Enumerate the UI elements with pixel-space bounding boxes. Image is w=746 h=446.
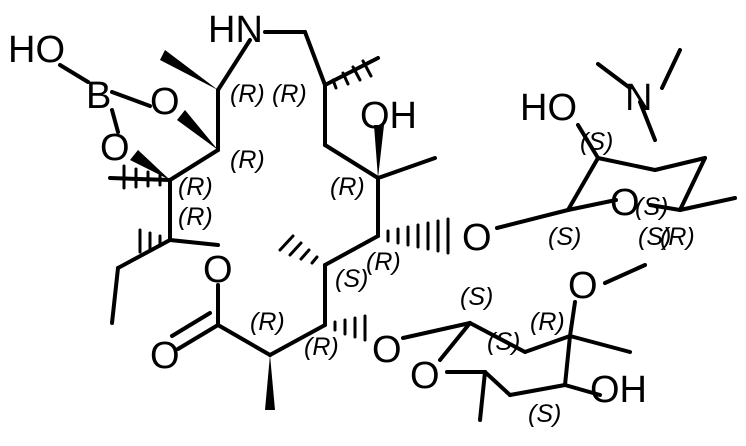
stereo-label: (S): [460, 283, 493, 311]
stereo-label: (S): [528, 400, 561, 428]
o-boronate-top-label: O: [150, 81, 180, 123]
o-boronate-bottom-label: O: [100, 127, 130, 169]
stereo-label: (R): [178, 173, 213, 201]
stereo-label: (S): [638, 223, 671, 251]
stereo-label: (S): [548, 223, 581, 251]
stereo-label: (R): [272, 80, 307, 108]
o-glycoside-desosamine-label: O: [462, 217, 492, 259]
stereo-label: (R): [530, 308, 565, 336]
nh-label: HN: [208, 9, 263, 51]
o-glycoside-cladinose-label: O: [372, 329, 402, 371]
stereo-label: (R): [230, 80, 265, 108]
boron-label: B: [86, 75, 111, 117]
stereo-label: (S): [635, 193, 668, 221]
stereo-label: (S): [335, 265, 368, 293]
carbonyl-o-label: O: [150, 335, 180, 377]
stereo-label: (R): [304, 333, 339, 361]
stereo-label: (R): [230, 146, 265, 174]
ho-desosamine-label: HO: [520, 87, 577, 129]
ring-ester-o-label: O: [203, 249, 233, 291]
o-cladinose-ring-label: O: [410, 355, 440, 397]
stereo-label: (R): [250, 308, 285, 336]
n-dimethyl-label: N: [625, 77, 652, 119]
stereo-label: (R): [330, 173, 365, 201]
stereo-label: (S): [487, 328, 520, 356]
oh-ring-label: OH: [360, 95, 417, 137]
stereo-labels: (R) (R) (R) (R) (R) (R) (R) (S) (R) (R) …: [178, 80, 695, 428]
ho-boron-label: HO: [8, 29, 65, 71]
o-desosamine-ring-label: O: [610, 182, 640, 224]
wedge-bonds: [130, 50, 384, 410]
bond-lines: [58, 30, 737, 422]
stereo-label: (S): [580, 128, 613, 156]
atom-labels: HN HO B O O OH O O O O HO N O O O OH: [8, 9, 652, 411]
stereo-label: (R): [178, 203, 213, 231]
o-methoxy-label: O: [568, 265, 598, 307]
oh-cladinose-label: OH: [590, 369, 647, 411]
stereo-label: (R): [660, 223, 695, 251]
hashed-bonds: [122, 59, 450, 342]
stereo-label: (R): [366, 248, 401, 276]
